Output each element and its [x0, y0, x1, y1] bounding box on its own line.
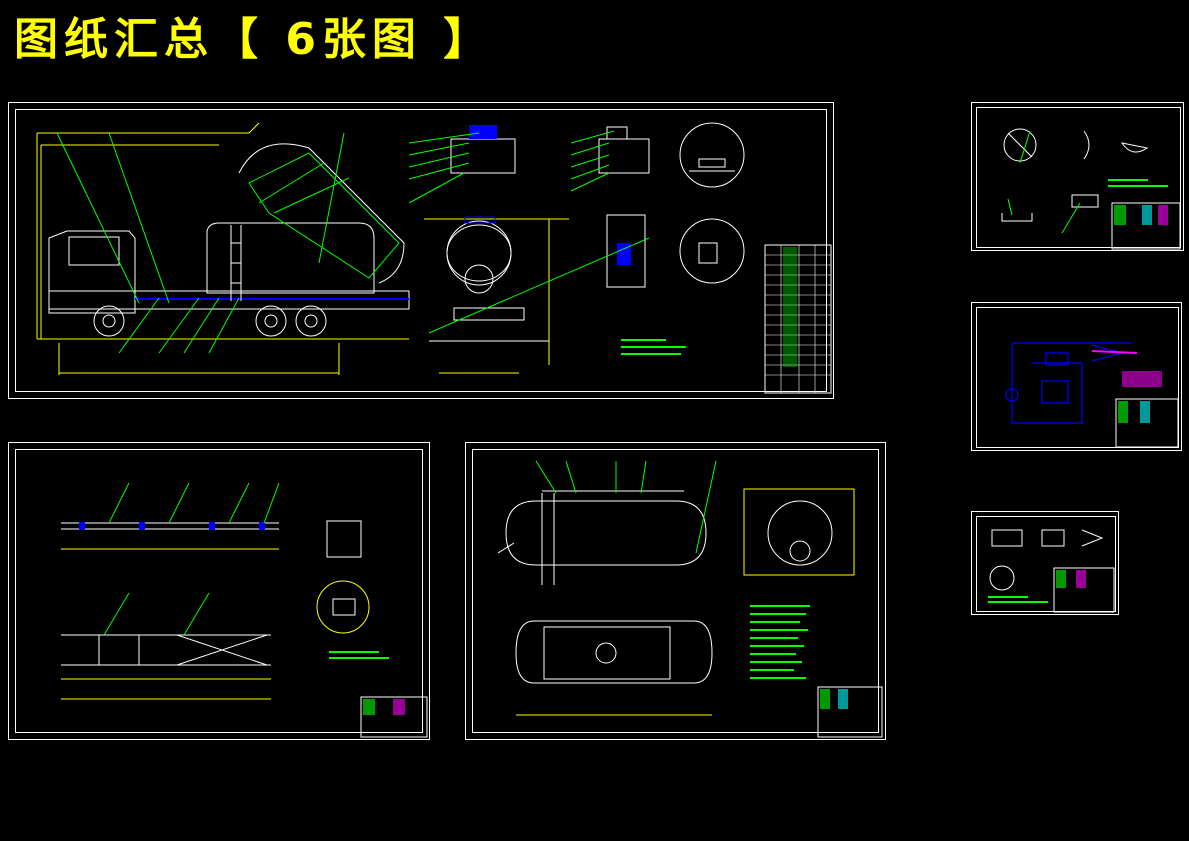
tank-body-drawing [497, 460, 883, 738]
subframe-drawing [61, 482, 428, 738]
drawing-sheet-subframe[interactable] [8, 442, 430, 740]
page-title: 图纸汇总【 6张图 】 [14, 14, 494, 65]
drawing-sheet-tank-body[interactable] [465, 442, 886, 740]
hydraulic-drawing [1005, 342, 1179, 448]
small-parts-drawing [1001, 128, 1181, 250]
drawing-sheet-truck-assembly[interactable] [8, 102, 834, 399]
valve-parts-drawing [988, 529, 1115, 613]
drawing-sheet-hydraulic[interactable] [971, 302, 1182, 451]
drawing-sheet-small-parts[interactable] [971, 102, 1184, 251]
drawing-sheet-valve-parts[interactable] [971, 511, 1119, 615]
truck-assembly-drawing [36, 122, 832, 394]
